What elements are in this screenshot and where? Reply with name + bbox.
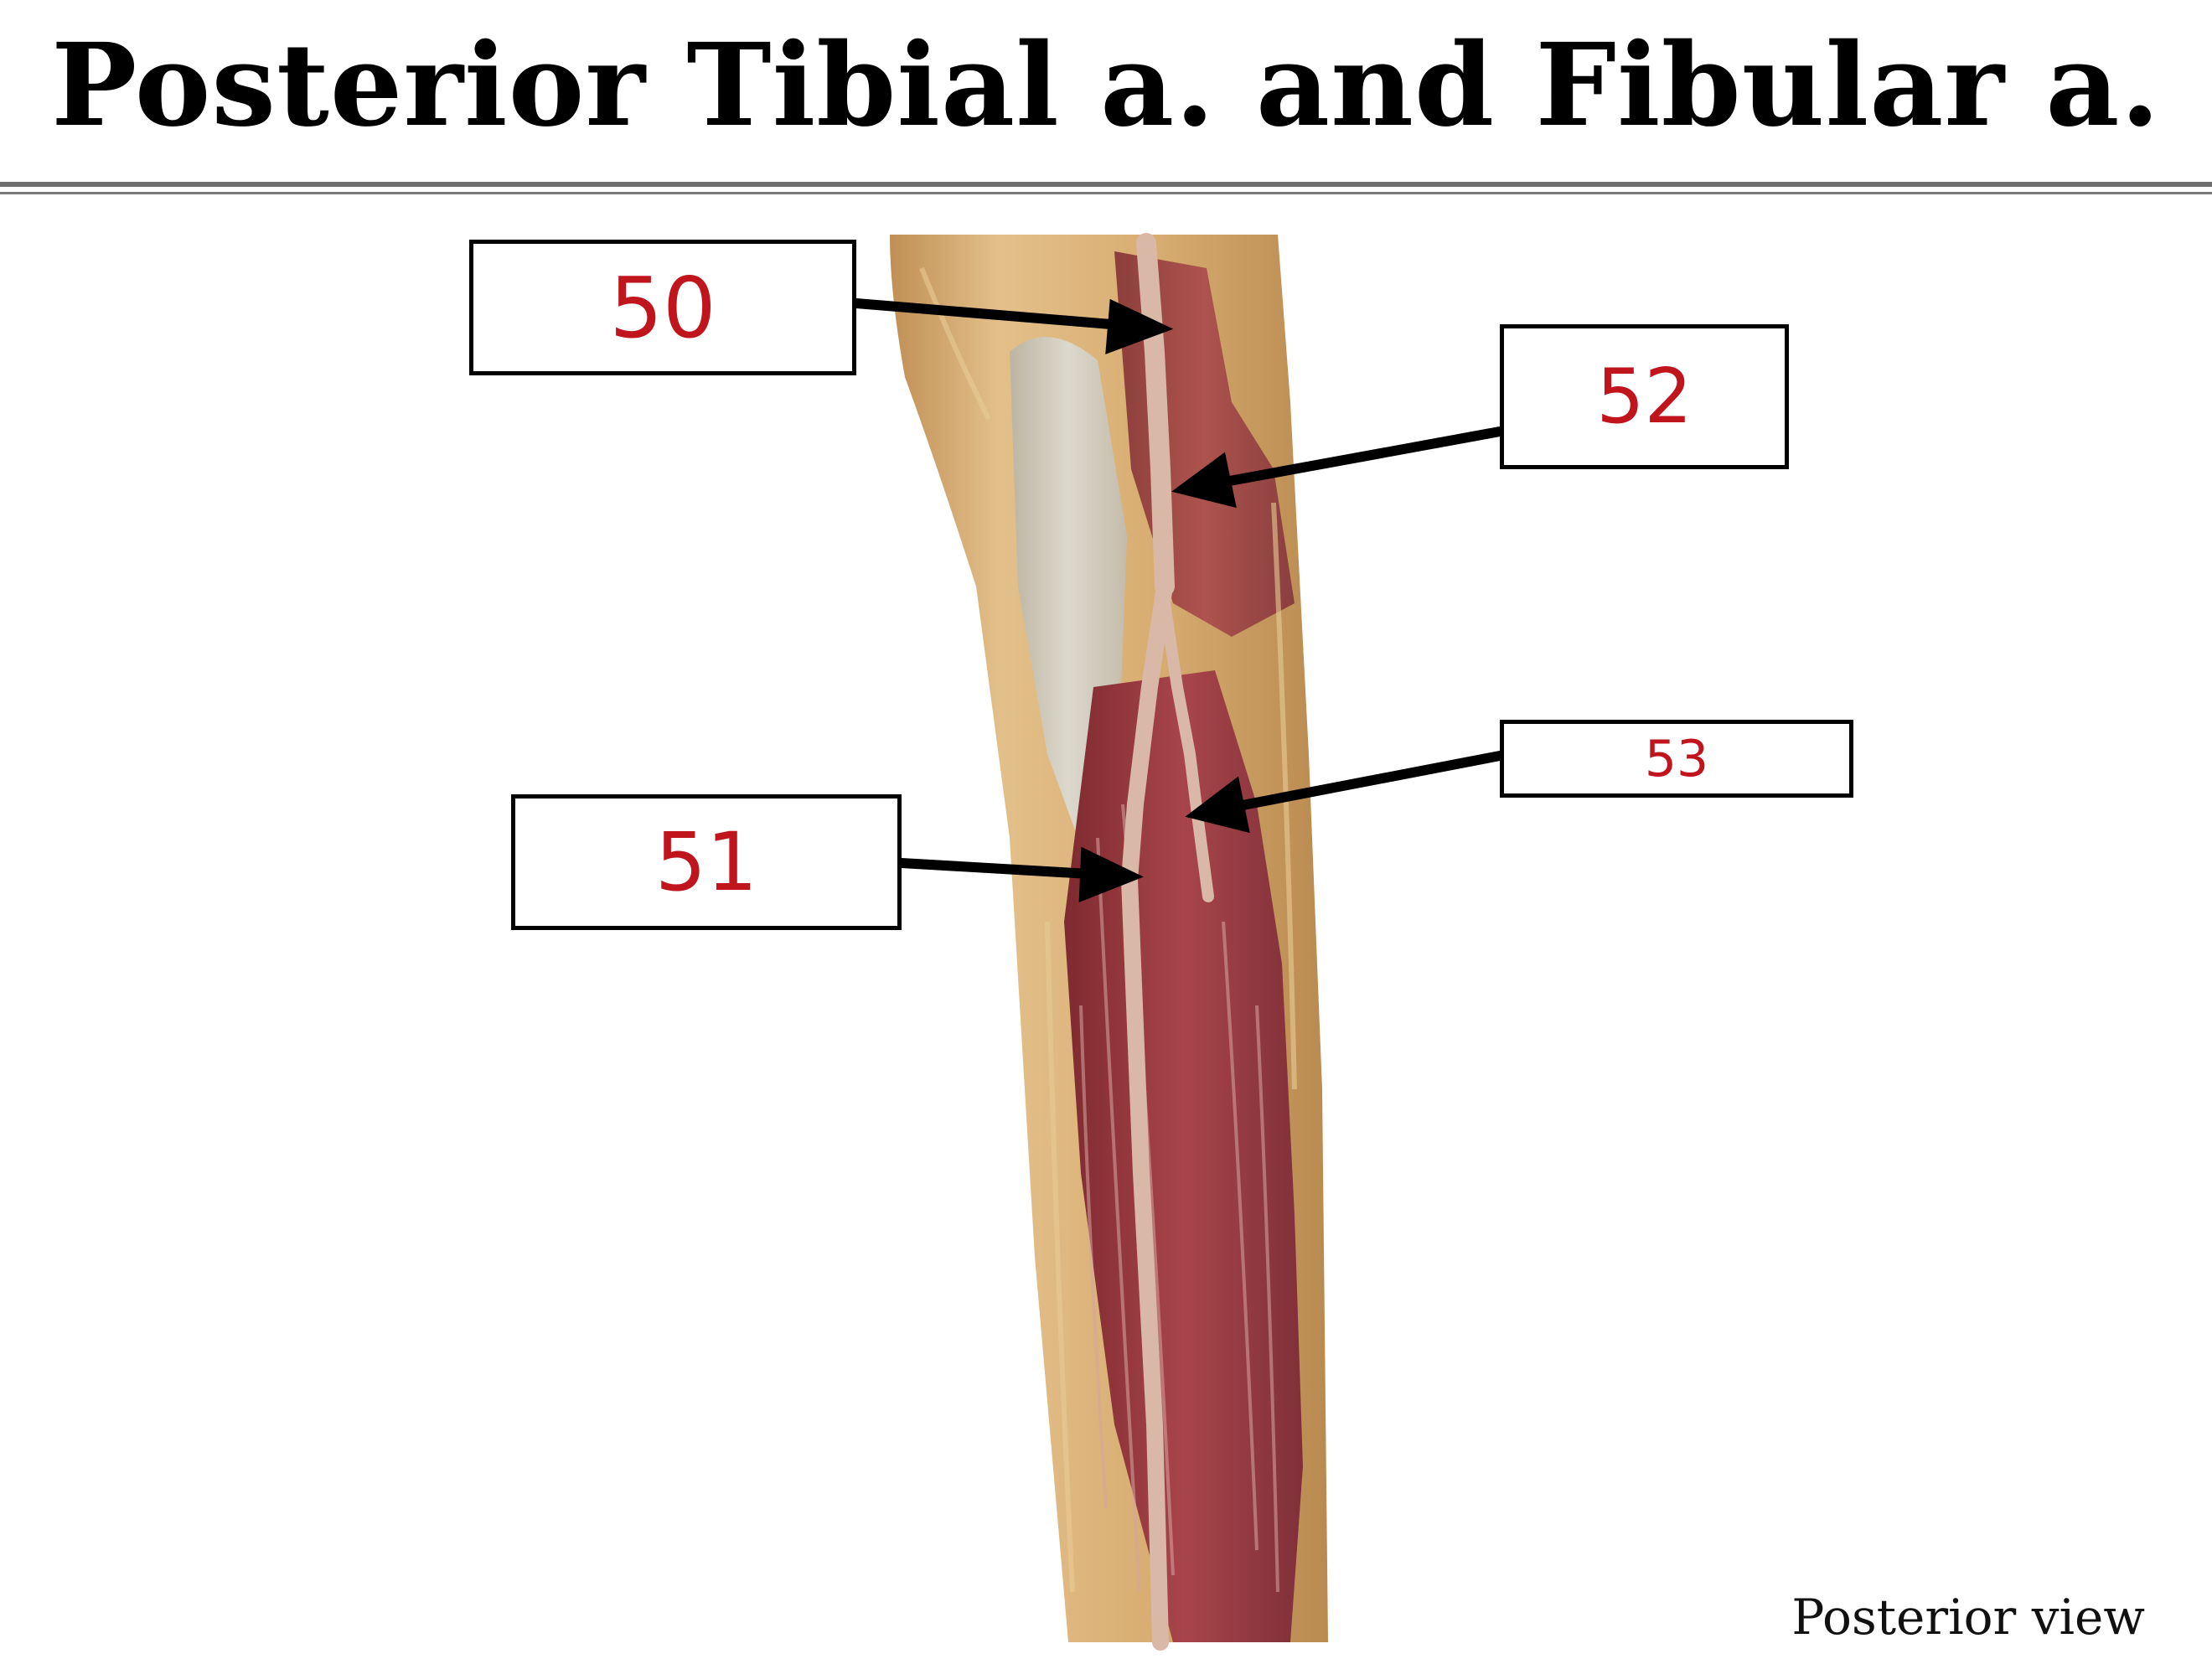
arrow-50 <box>851 298 1126 330</box>
fibular-artery <box>1159 597 1214 902</box>
muscle-striations <box>1079 804 1279 1593</box>
arrow-53-head <box>1185 776 1250 834</box>
label-box-52[interactable]: 52 <box>1500 324 1789 469</box>
arrow-50-head <box>1105 298 1174 354</box>
label-box-51[interactable]: 51 <box>511 794 902 930</box>
pointer-arrows <box>851 298 1505 902</box>
title-divider <box>0 182 2212 187</box>
fat-streaks <box>919 266 1297 1593</box>
label-box-53[interactable]: 53 <box>1500 720 1853 798</box>
arrow-53 <box>1233 751 1505 811</box>
label-box-50[interactable]: 50 <box>469 240 856 375</box>
arrow-51-head <box>1078 846 1144 902</box>
popliteal-artery <box>1136 233 1175 597</box>
label-number-50: 50 <box>609 258 716 357</box>
label-number-51: 51 <box>654 815 758 909</box>
view-caption: Posterior view <box>1791 1589 2145 1646</box>
arrow-52 <box>1220 426 1505 487</box>
label-number-52: 52 <box>1596 353 1693 441</box>
page-title: Posterior Tibial a. and Fibular a. <box>51 18 2161 152</box>
arrow-51 <box>897 858 1094 879</box>
label-number-53: 53 <box>1644 729 1709 788</box>
title-divider-thin <box>0 192 2212 194</box>
arrow-52-head <box>1171 452 1237 509</box>
